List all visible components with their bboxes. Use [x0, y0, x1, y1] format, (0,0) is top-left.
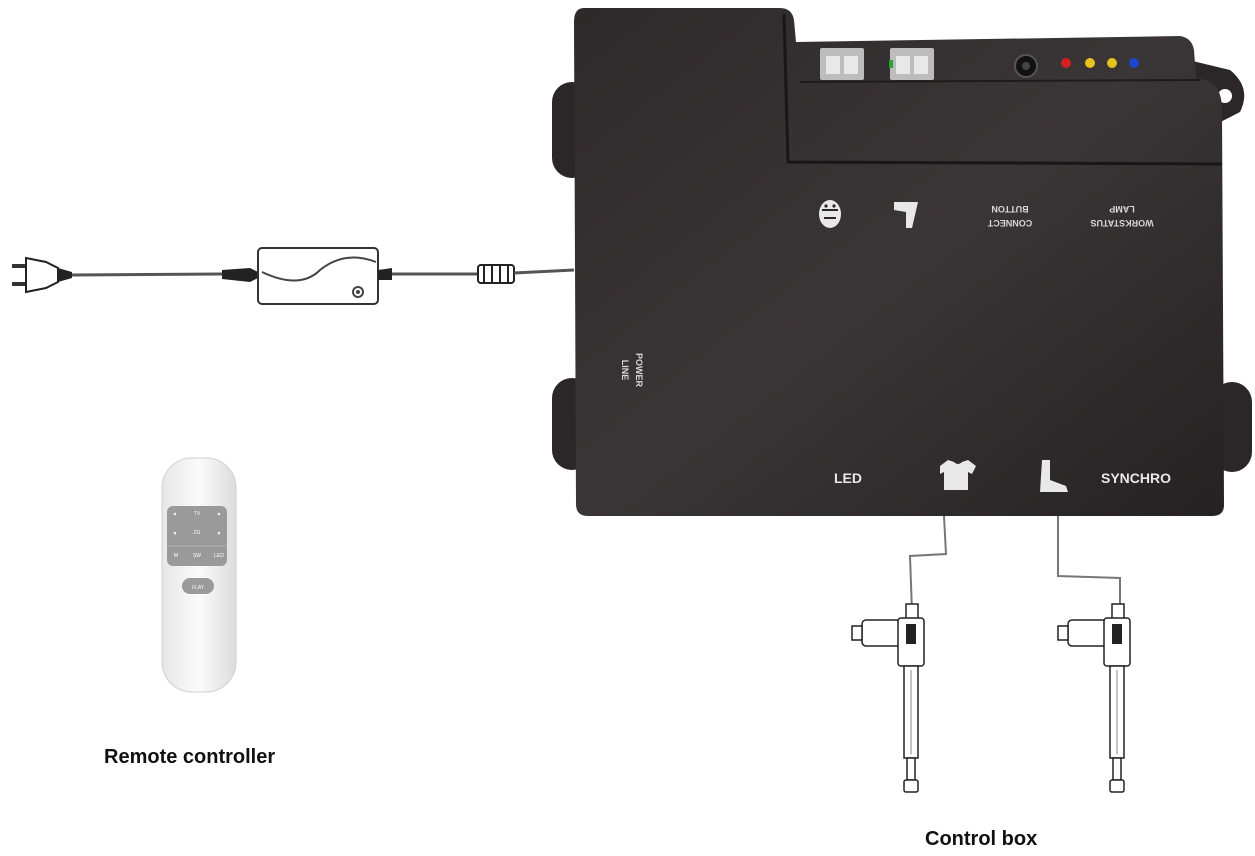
motor-cable: [1057, 516, 1121, 610]
motor-cable: [908, 515, 948, 613]
power-line-label: POWER: [634, 353, 644, 388]
shirt-icon: [940, 460, 976, 490]
status-led-red: [1061, 58, 1071, 68]
remote-keypad: [167, 506, 227, 566]
work-status-lamp-label: WORKSTATUS: [1090, 218, 1153, 228]
power-line-label: LINE: [620, 360, 630, 381]
remote-controller-caption: Remote controller: [104, 746, 276, 768]
status-led-yellow: [1085, 58, 1095, 68]
status-led-yellow: [1107, 58, 1117, 68]
wall-plug-icon: [12, 256, 72, 294]
remote-btn-zg: ZG: [194, 530, 201, 536]
svg-text:▲: ▲: [217, 511, 222, 517]
led-port-label: LED: [834, 470, 862, 486]
remote-btn-sw: SW: [193, 553, 201, 559]
status-lamp-group: [1061, 58, 1139, 68]
synchro-port-label: SYNCHRO: [1101, 470, 1171, 486]
connect-button: [1014, 54, 1038, 78]
svg-text:▼: ▼: [173, 531, 178, 537]
remote-controller: ▲ ▼ ▲ ▼ TV ZG M SW LED FLAT: [161, 457, 237, 693]
foot-motor-icon-flipped: [894, 202, 918, 228]
motor-port-socket: [820, 48, 864, 80]
work-status-lamp-label: LAMP: [1109, 204, 1135, 214]
remote-body: [161, 457, 237, 693]
control-box-caption: Control box: [925, 828, 1038, 850]
remote-btn-led: LED: [214, 553, 224, 559]
status-led-blue: [1129, 58, 1139, 68]
cord-strain-relief: [222, 268, 258, 282]
dc-connector-icon: [477, 264, 515, 284]
linear-actuator-icon: [851, 603, 925, 793]
svg-text:▲: ▲: [173, 511, 178, 517]
remote-flat-button: [182, 578, 214, 594]
remote-btn-tv: TV: [194, 511, 201, 517]
control-box: CONNECT BUTTON WORKSTATUS LAMP POWER LIN…: [552, 8, 1252, 516]
svg-text:▼: ▼: [217, 531, 222, 537]
power-adapter-assembly: [12, 247, 575, 305]
head-motor-icon: [819, 200, 841, 228]
foot-motor-icon: [1040, 460, 1068, 492]
remote-btn-flat: FLAT: [192, 585, 204, 591]
linear-actuator-icon: [1057, 603, 1131, 793]
power-cord: [71, 272, 223, 277]
remote-btn-m: M: [174, 553, 178, 559]
connect-button-label: BUTTON: [991, 204, 1028, 214]
power-adapter-icon: [257, 247, 379, 305]
connect-button-label: CONNECT: [987, 218, 1032, 228]
control-box-body: [574, 8, 1224, 516]
motor-port-socket: [889, 48, 934, 80]
